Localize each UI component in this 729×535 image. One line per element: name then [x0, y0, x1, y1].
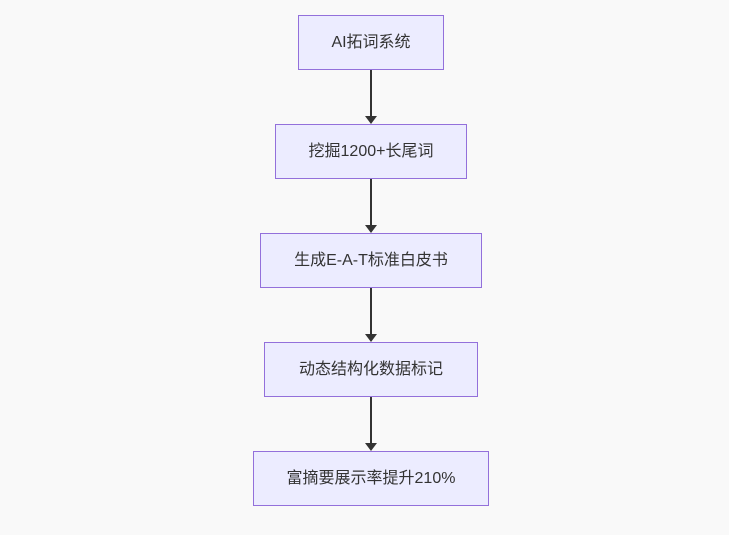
flow-node-mine-longtail-keywords: 挖掘1200+长尾词 [275, 124, 467, 179]
flow-node-label: 生成E-A-T标准白皮书 [294, 251, 448, 269]
flow-node-label: 动态结构化数据标记 [298, 360, 443, 378]
flow-node-ai-word-expansion-system: AI拓词系统 [298, 15, 444, 70]
flow-node-generate-eat-whitepaper: 生成E-A-T标准白皮书 [260, 233, 482, 288]
arrowhead-down-icon [365, 225, 377, 233]
arrow-line [370, 70, 372, 116]
arrow-line [370, 397, 372, 443]
arrow-line [370, 179, 372, 225]
arrowhead-down-icon [365, 443, 377, 451]
flow-node-label: 富摘要展示率提升210% [286, 469, 456, 487]
flow-arrow-3 [365, 288, 377, 342]
flow-arrow-4 [365, 397, 377, 451]
flow-node-label: 挖掘1200+长尾词 [308, 142, 434, 160]
arrowhead-down-icon [365, 334, 377, 342]
flow-node-rich-snippet-rate-increase: 富摘要展示率提升210% [253, 451, 489, 506]
flow-node-label: AI拓词系统 [331, 33, 411, 51]
arrowhead-down-icon [365, 116, 377, 124]
flow-node-dynamic-structured-data-markup: 动态结构化数据标记 [264, 342, 478, 397]
flow-arrow-2 [365, 179, 377, 233]
flow-arrow-1 [365, 70, 377, 124]
arrow-line [370, 288, 372, 334]
